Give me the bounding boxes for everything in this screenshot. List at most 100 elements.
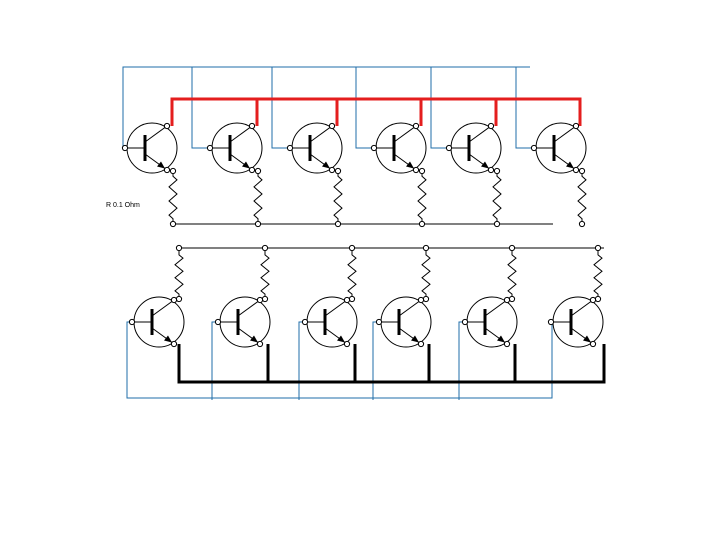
emitter-resistor-bottom-node [578,220,586,228]
emitter-arrow [406,161,414,169]
bottom-transistor-1 [132,296,185,348]
top-base-wire-2 [191,67,210,149]
collector-lead [398,299,422,317]
power-rails [170,97,606,384]
top-transistor-5 [449,122,502,174]
emitter-resistor-bottom-node [169,220,177,228]
emitter-node [589,340,597,348]
resistor-zigzag [421,250,431,299]
emitter-arrow [566,161,574,169]
collector-resistor-bottom-node [261,295,269,303]
resistor-zigzag [593,250,603,299]
bottom-emitter-rail [177,344,606,384]
collector-node [417,296,425,304]
resistor-value-label: R 0.1 Ohm [106,202,140,209]
terminal-nodes [121,122,602,348]
top-emitter-resistor-6 [577,171,587,224]
collector-node [163,122,171,130]
emitter-resistor-top-node [418,167,426,175]
base-node [530,144,538,152]
bottom-base-wire-4 [372,321,379,400]
emitter-arrow [322,161,330,169]
base-node [547,318,555,326]
collector-lead [144,125,168,143]
collector-node [487,122,495,130]
emitter-arrow [411,335,419,343]
transistor-devices [125,122,604,348]
emitter-node [163,166,171,174]
resistor-zigzag [507,250,517,299]
bottom-collector-resistor-3 [347,250,357,299]
collector-node [589,296,597,304]
top-emitter-resistor-3 [333,171,343,224]
collector-lead [324,299,348,317]
emitter-node [248,166,256,174]
top-base-wire-5 [430,67,449,149]
resistor-zigzag [174,250,184,299]
collector-resistor-top-node [261,244,269,252]
bottom-collector-resistor-4 [421,250,431,299]
collector-node [343,296,351,304]
emitter-resistor-bottom-node [334,220,342,228]
emitter-node [572,166,580,174]
top-transistor-1 [125,122,178,174]
collector-resistor-bottom-node [348,295,356,303]
resistor-zigzag [347,250,357,299]
resistor-zigzag [417,171,427,224]
base-node [214,318,222,326]
base-node [301,318,309,326]
resistor-zigzag [260,250,270,299]
bottom-base-wire-3 [298,321,305,400]
base-node [206,144,214,152]
emitter-node [328,166,336,174]
emitter-arrow [583,335,591,343]
emitter-resistor-bottom-node [418,220,426,228]
collector-lead [468,125,492,143]
emitter-arrow [497,335,505,343]
emitter-node [417,340,425,348]
collector-resistor-bottom-node [422,295,430,303]
collector-resistor-bottom-node [594,295,602,303]
top-collector-rail [170,97,582,126]
resistor-zigzag [577,171,587,224]
emitter-arrow [481,161,489,169]
collector-resistor-bottom-node [175,295,183,303]
base-node [375,318,383,326]
collector-resistor-top-node [594,244,602,252]
emitter-resistor-bottom-node [493,220,501,228]
emitter-resistor-bottom-node [254,220,262,228]
collector-node [170,296,178,304]
collector-lead [570,299,594,317]
emitter-resistor-top-node [254,167,262,175]
bottom-collector-resistor-1 [174,250,184,299]
bottom-transistor-4 [379,296,432,348]
top-base-wire-3 [271,67,290,149]
collector-node [503,296,511,304]
base-node [286,144,294,152]
top-emitter-resistor-4 [417,171,427,224]
collector-resistor-top-node [422,244,430,252]
top-base-wire-4 [355,67,374,149]
resistor-zigzag [253,171,263,224]
emitter-arrow [164,335,172,343]
collector-node [412,122,420,130]
resistor-zigzag [333,171,343,224]
top-emitter-resistor-5 [492,171,502,224]
bottom-collector-resistor-2 [260,250,270,299]
base-node [461,318,469,326]
base-node [128,318,136,326]
emitter-resistor-top-node [169,167,177,175]
emitter-resistor-top-node [578,167,586,175]
collector-resistor-top-node [348,244,356,252]
bottom-base-wire-2 [211,321,218,400]
top-transistor-3 [290,122,343,174]
collector-node [572,122,580,130]
collector-node [256,296,264,304]
collector-resistor-bottom-node [508,295,516,303]
bottom-transistor-5 [465,296,518,348]
emitter-node [170,340,178,348]
base-node [445,144,453,152]
emitter-resistor-top-node [334,167,342,175]
collector-node [328,122,336,130]
